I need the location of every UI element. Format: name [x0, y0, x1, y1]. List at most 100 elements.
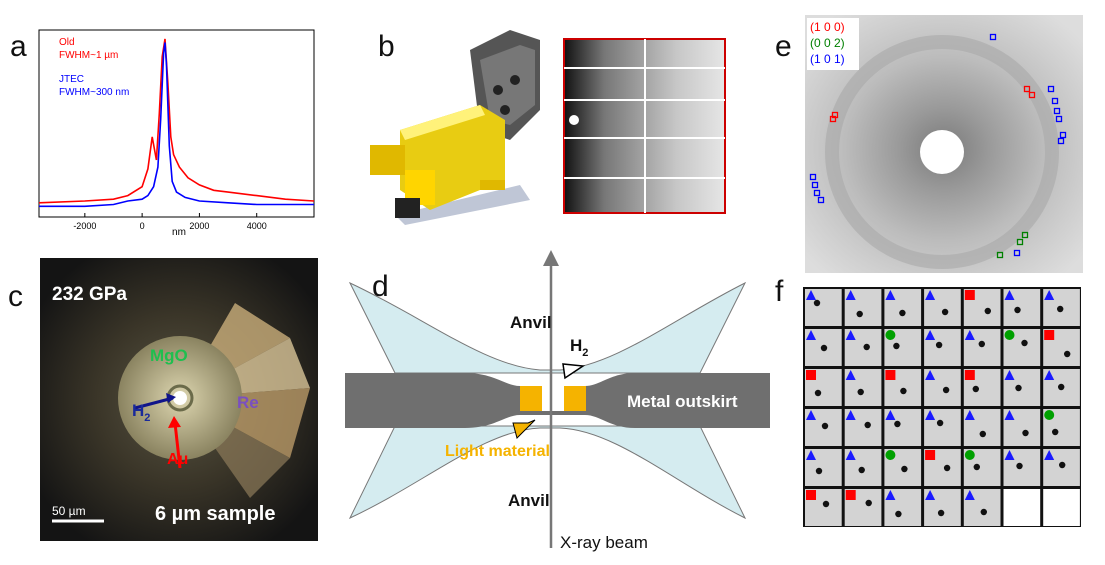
- grid-spot: [895, 510, 902, 518]
- panel-label-a: a: [10, 30, 27, 63]
- grid-spot: [1016, 462, 1023, 470]
- reflection-spot: [1057, 137, 1065, 145]
- x-tick-label-0: -2000: [73, 221, 96, 231]
- grid-spot: [894, 420, 901, 428]
- x-tick-label-3: 4000: [247, 221, 267, 231]
- marker-triangle: [1044, 450, 1055, 460]
- marker-square: [845, 490, 856, 500]
- reflection-spot: [1028, 91, 1036, 99]
- grid-spot: [1064, 350, 1071, 358]
- au-label: Au: [167, 451, 188, 468]
- marker-triangle: [925, 330, 936, 340]
- marker-triangle: [925, 410, 936, 420]
- xray-beam-label: X-ray beam: [560, 533, 648, 552]
- marker-triangle: [845, 330, 856, 340]
- marker-triangle: [806, 450, 816, 460]
- grid-spot: [973, 463, 980, 471]
- marker-triangle: [845, 370, 856, 380]
- spot-grid: [803, 287, 1081, 527]
- grid-spot: [1057, 305, 1064, 313]
- grid-spot: [972, 385, 979, 393]
- legend-old: Old: [59, 37, 75, 48]
- marker-triangle: [885, 410, 896, 420]
- grid-spot: [1059, 461, 1066, 469]
- marker-triangle: [925, 290, 936, 300]
- panel-label-e: e: [775, 30, 792, 63]
- grid-spot: [1015, 384, 1022, 392]
- marker-square: [806, 370, 816, 380]
- grid-spot: [901, 465, 908, 473]
- anvil-top-label: Anvil: [510, 313, 552, 332]
- panel-label-c: c: [8, 280, 23, 313]
- reflection-spot: [1023, 85, 1031, 93]
- anvil-bottom-label: Anvil: [508, 491, 550, 510]
- grid-cell-empty: [1043, 489, 1080, 526]
- marker-triangle: [885, 290, 896, 300]
- reflection-spot: [1053, 107, 1061, 115]
- scalebar-label: 50 µm: [52, 504, 86, 518]
- h2-label-d: H2: [570, 336, 588, 359]
- marker-circle: [1044, 410, 1055, 420]
- grid-cell-empty: [1003, 489, 1041, 526]
- grid-spot: [978, 340, 985, 348]
- detector-image: [563, 38, 726, 214]
- marker-triangle: [964, 490, 975, 500]
- marker-triangle: [845, 450, 856, 460]
- legend-box: [807, 18, 859, 70]
- grid-spot: [937, 509, 945, 517]
- grid-spot: [1052, 428, 1059, 436]
- grid-spot: [856, 310, 863, 318]
- grid-spot: [984, 307, 991, 315]
- panel-label-f: f: [775, 275, 784, 308]
- h2-label-c: H2: [132, 401, 150, 424]
- marker-triangle: [964, 410, 975, 420]
- legend-entry-0: (1 0 0): [810, 20, 845, 34]
- marker-square: [885, 370, 896, 380]
- reflection-spot: [829, 115, 837, 123]
- reflection-spot: [989, 33, 997, 41]
- light-material-label: Light material: [445, 443, 550, 460]
- grid-spot: [893, 342, 900, 350]
- grid-spot: [857, 388, 864, 396]
- marker-triangle: [925, 490, 936, 500]
- grid-spot: [822, 500, 830, 508]
- grid-spot: [1014, 306, 1021, 314]
- grid-spot: [863, 343, 870, 351]
- marker-triangle: [806, 290, 816, 300]
- grid-spot: [935, 341, 943, 349]
- marker-triangle: [925, 370, 936, 380]
- grid-spot: [1021, 339, 1028, 347]
- grid-spot: [943, 464, 951, 472]
- metal-outskirt-label: Metal outskirt: [627, 392, 738, 411]
- reflection-spot: [811, 181, 819, 189]
- grid-spot: [979, 430, 986, 438]
- grid-spot: [900, 387, 907, 395]
- marker-circle: [885, 450, 896, 460]
- panel-label-b: b: [378, 30, 395, 63]
- sample-photo: 232 GPa MgO H2 Re Au 50 µm 6 µm sample: [40, 258, 318, 541]
- reflection-spot: [1021, 231, 1029, 239]
- grid-spot: [899, 309, 906, 317]
- grid-spot: [980, 508, 987, 516]
- grid-spot: [936, 419, 944, 427]
- dac-schematic: Anvil Anvil H2 Metal outskirt Light mate…: [345, 250, 770, 552]
- sample-label: 6 µm sample: [155, 503, 275, 525]
- pressure-label: 232 GPa: [52, 284, 127, 305]
- reflection-spot: [813, 189, 821, 197]
- marker-triangle: [1004, 450, 1015, 460]
- marker-triangle: [1004, 290, 1015, 300]
- legend-jtec: JTEC: [59, 74, 84, 85]
- instrument-drawing: [370, 30, 540, 225]
- mgo-label: MgO: [150, 346, 188, 365]
- legend-entry-2: (1 0 1): [810, 52, 845, 66]
- grid-spot: [864, 421, 871, 429]
- grid-spot: [1022, 429, 1029, 437]
- reflection-spot: [817, 196, 825, 204]
- re-label: Re: [237, 393, 259, 412]
- reflection-spot: [996, 251, 1004, 259]
- reflection-spot: [1013, 249, 1021, 257]
- legend-jtec-note: FWHM~300 nm: [59, 87, 129, 98]
- grid-spot: [858, 466, 865, 474]
- grid-spot: [942, 386, 950, 394]
- reflection-spot: [1051, 97, 1059, 105]
